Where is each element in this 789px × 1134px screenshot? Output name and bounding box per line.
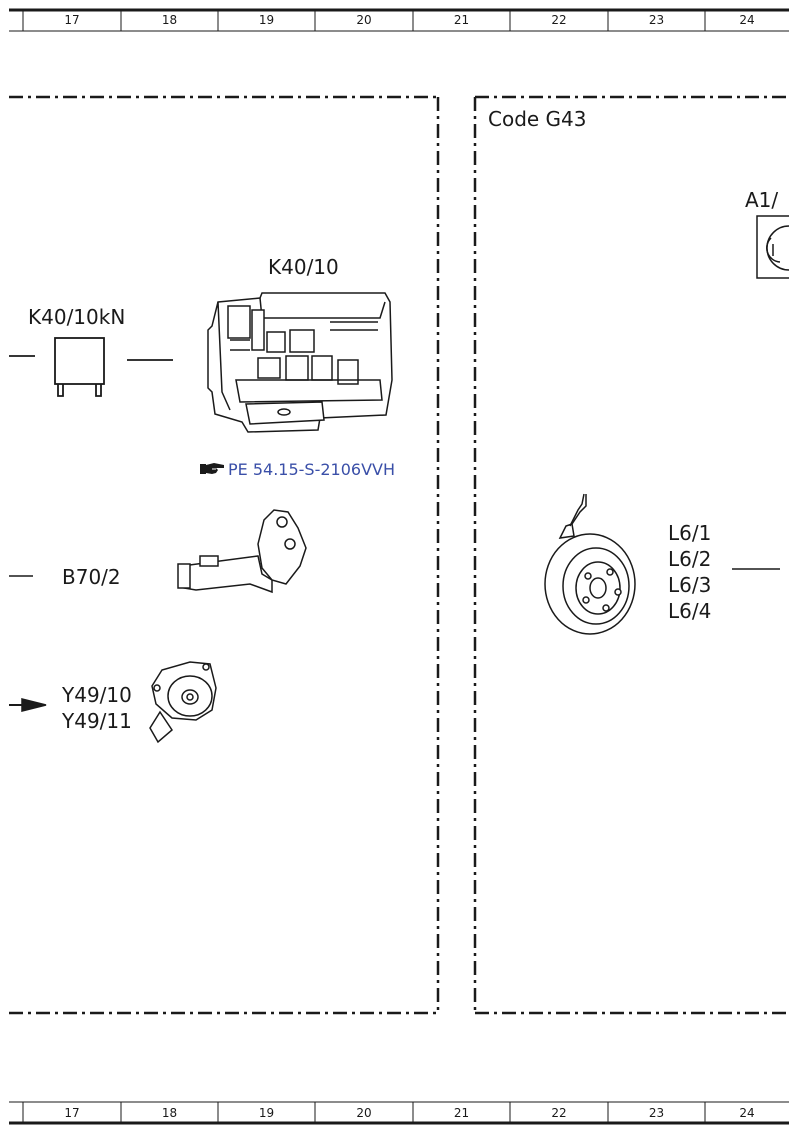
component-label-k40-10kn: K40/10kN: [28, 305, 126, 329]
reference-link-text: PE 54.15-S-2106VVH: [228, 460, 395, 479]
grid-number: 24: [739, 1106, 755, 1120]
grid-number: 23: [648, 1106, 665, 1120]
left-panel-border: [9, 95, 440, 1015]
grid-number: 20: [356, 13, 372, 27]
component-label-l6-4: L6/4: [668, 599, 712, 623]
grid-number: 22: [551, 13, 567, 27]
grid-number: 18: [161, 13, 178, 27]
component-label-y49-11: Y49/11: [62, 709, 132, 733]
grid-number: 19: [258, 1106, 275, 1120]
relay-symbol: [9, 337, 173, 397]
grid-number: 20: [356, 1106, 372, 1120]
grid-number: 21: [453, 1106, 470, 1120]
component-label-l6-3: L6/3: [668, 573, 712, 597]
brake-disc-drawing: [544, 493, 780, 635]
grid-number: 19: [258, 13, 275, 27]
reference-link[interactable]: PE 54.15-S-2106VVH: [200, 462, 395, 479]
b70-sensor-drawing: [9, 509, 307, 594]
grid-number: 23: [648, 13, 665, 27]
component-label-l6-1: L6/1: [668, 521, 712, 545]
top-grid-bar: 17 18 19 20 21 22 23 24: [0, 9, 789, 31]
grid-number: 21: [453, 13, 470, 27]
component-label-l6-2: L6/2: [668, 547, 712, 571]
grid-number: 17: [64, 13, 80, 27]
grid-number: 22: [551, 1106, 567, 1120]
panel-title: Code G43: [488, 107, 587, 131]
top-grid-lines: [9, 8, 789, 32]
component-label-b70-2: B70/2: [62, 565, 121, 589]
y49-solenoid-drawing: [9, 661, 217, 744]
grid-number: 17: [64, 1106, 80, 1120]
component-label-a1: A1/: [745, 188, 779, 212]
bottom-grid-bar: 17 18 19 20 21 22 23 24: [0, 1102, 789, 1124]
fuse-relay-box-drawing: [207, 292, 393, 433]
pointing-hand-icon: [200, 462, 228, 479]
component-label-k40-10: K40/10: [268, 255, 339, 279]
right-panel-border: [473, 95, 789, 1015]
bottom-grid-lines: [9, 1101, 789, 1125]
component-label-y49-10: Y49/10: [62, 683, 132, 707]
a1-instrument-drawing: [756, 215, 789, 279]
grid-number: 18: [161, 1106, 178, 1120]
grid-number: 24: [739, 13, 755, 27]
